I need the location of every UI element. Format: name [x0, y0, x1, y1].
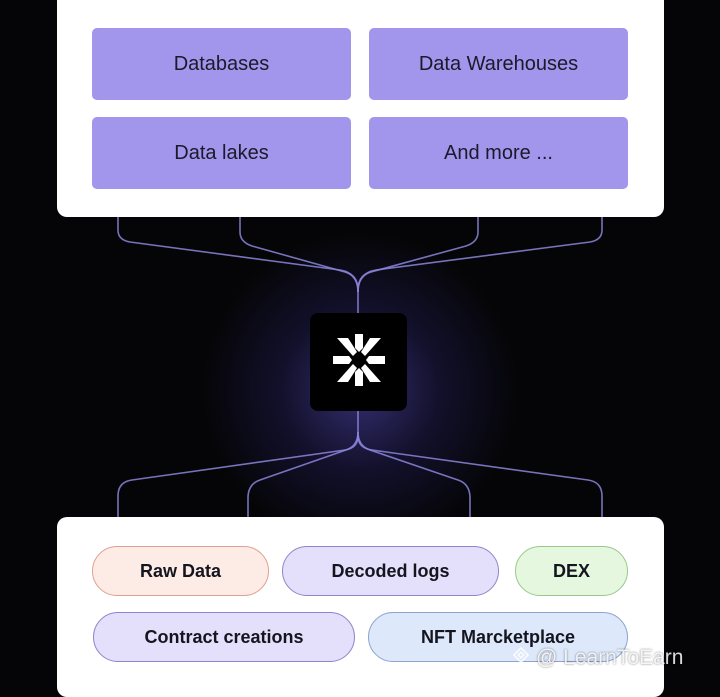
tile-data-warehouses: Data Warehouses	[369, 28, 628, 100]
chip-dex: DEX	[515, 546, 628, 596]
tile-data-lakes: Data lakes	[92, 117, 351, 189]
chip-raw-data: Raw Data	[92, 546, 269, 596]
sources-panel: Raw Data Decoded logs DEX Contract creat…	[57, 517, 664, 697]
connector-top-2	[239, 217, 359, 293]
connector-lines	[117, 217, 603, 517]
hub-node	[310, 313, 407, 411]
watermark-text: @ LearnToEarn	[536, 646, 684, 669]
connector-top-3	[357, 217, 479, 293]
tile-and-more: And more ...	[369, 117, 628, 189]
chip-contract-creations: Contract creations	[93, 612, 355, 662]
connector-top-4	[357, 217, 603, 291]
connector-bottom-2	[247, 431, 359, 517]
connector-bottom-3	[357, 431, 471, 517]
chip-nft-marketplace: NFT Marcketplace	[368, 612, 628, 662]
diagram-canvas: Databases Data Warehouses Data lakes And…	[57, 0, 683, 697]
asterisk-logo-icon	[332, 333, 385, 391]
destinations-panel: Databases Data Warehouses Data lakes And…	[57, 0, 664, 217]
chip-decoded-logs: Decoded logs	[282, 546, 499, 596]
diamond-logo-icon	[510, 644, 532, 672]
tile-databases: Databases	[92, 28, 351, 100]
connector-bottom-1	[117, 411, 359, 517]
connector-bottom-4	[357, 435, 603, 517]
watermark: @ LearnToEarn	[510, 644, 683, 672]
